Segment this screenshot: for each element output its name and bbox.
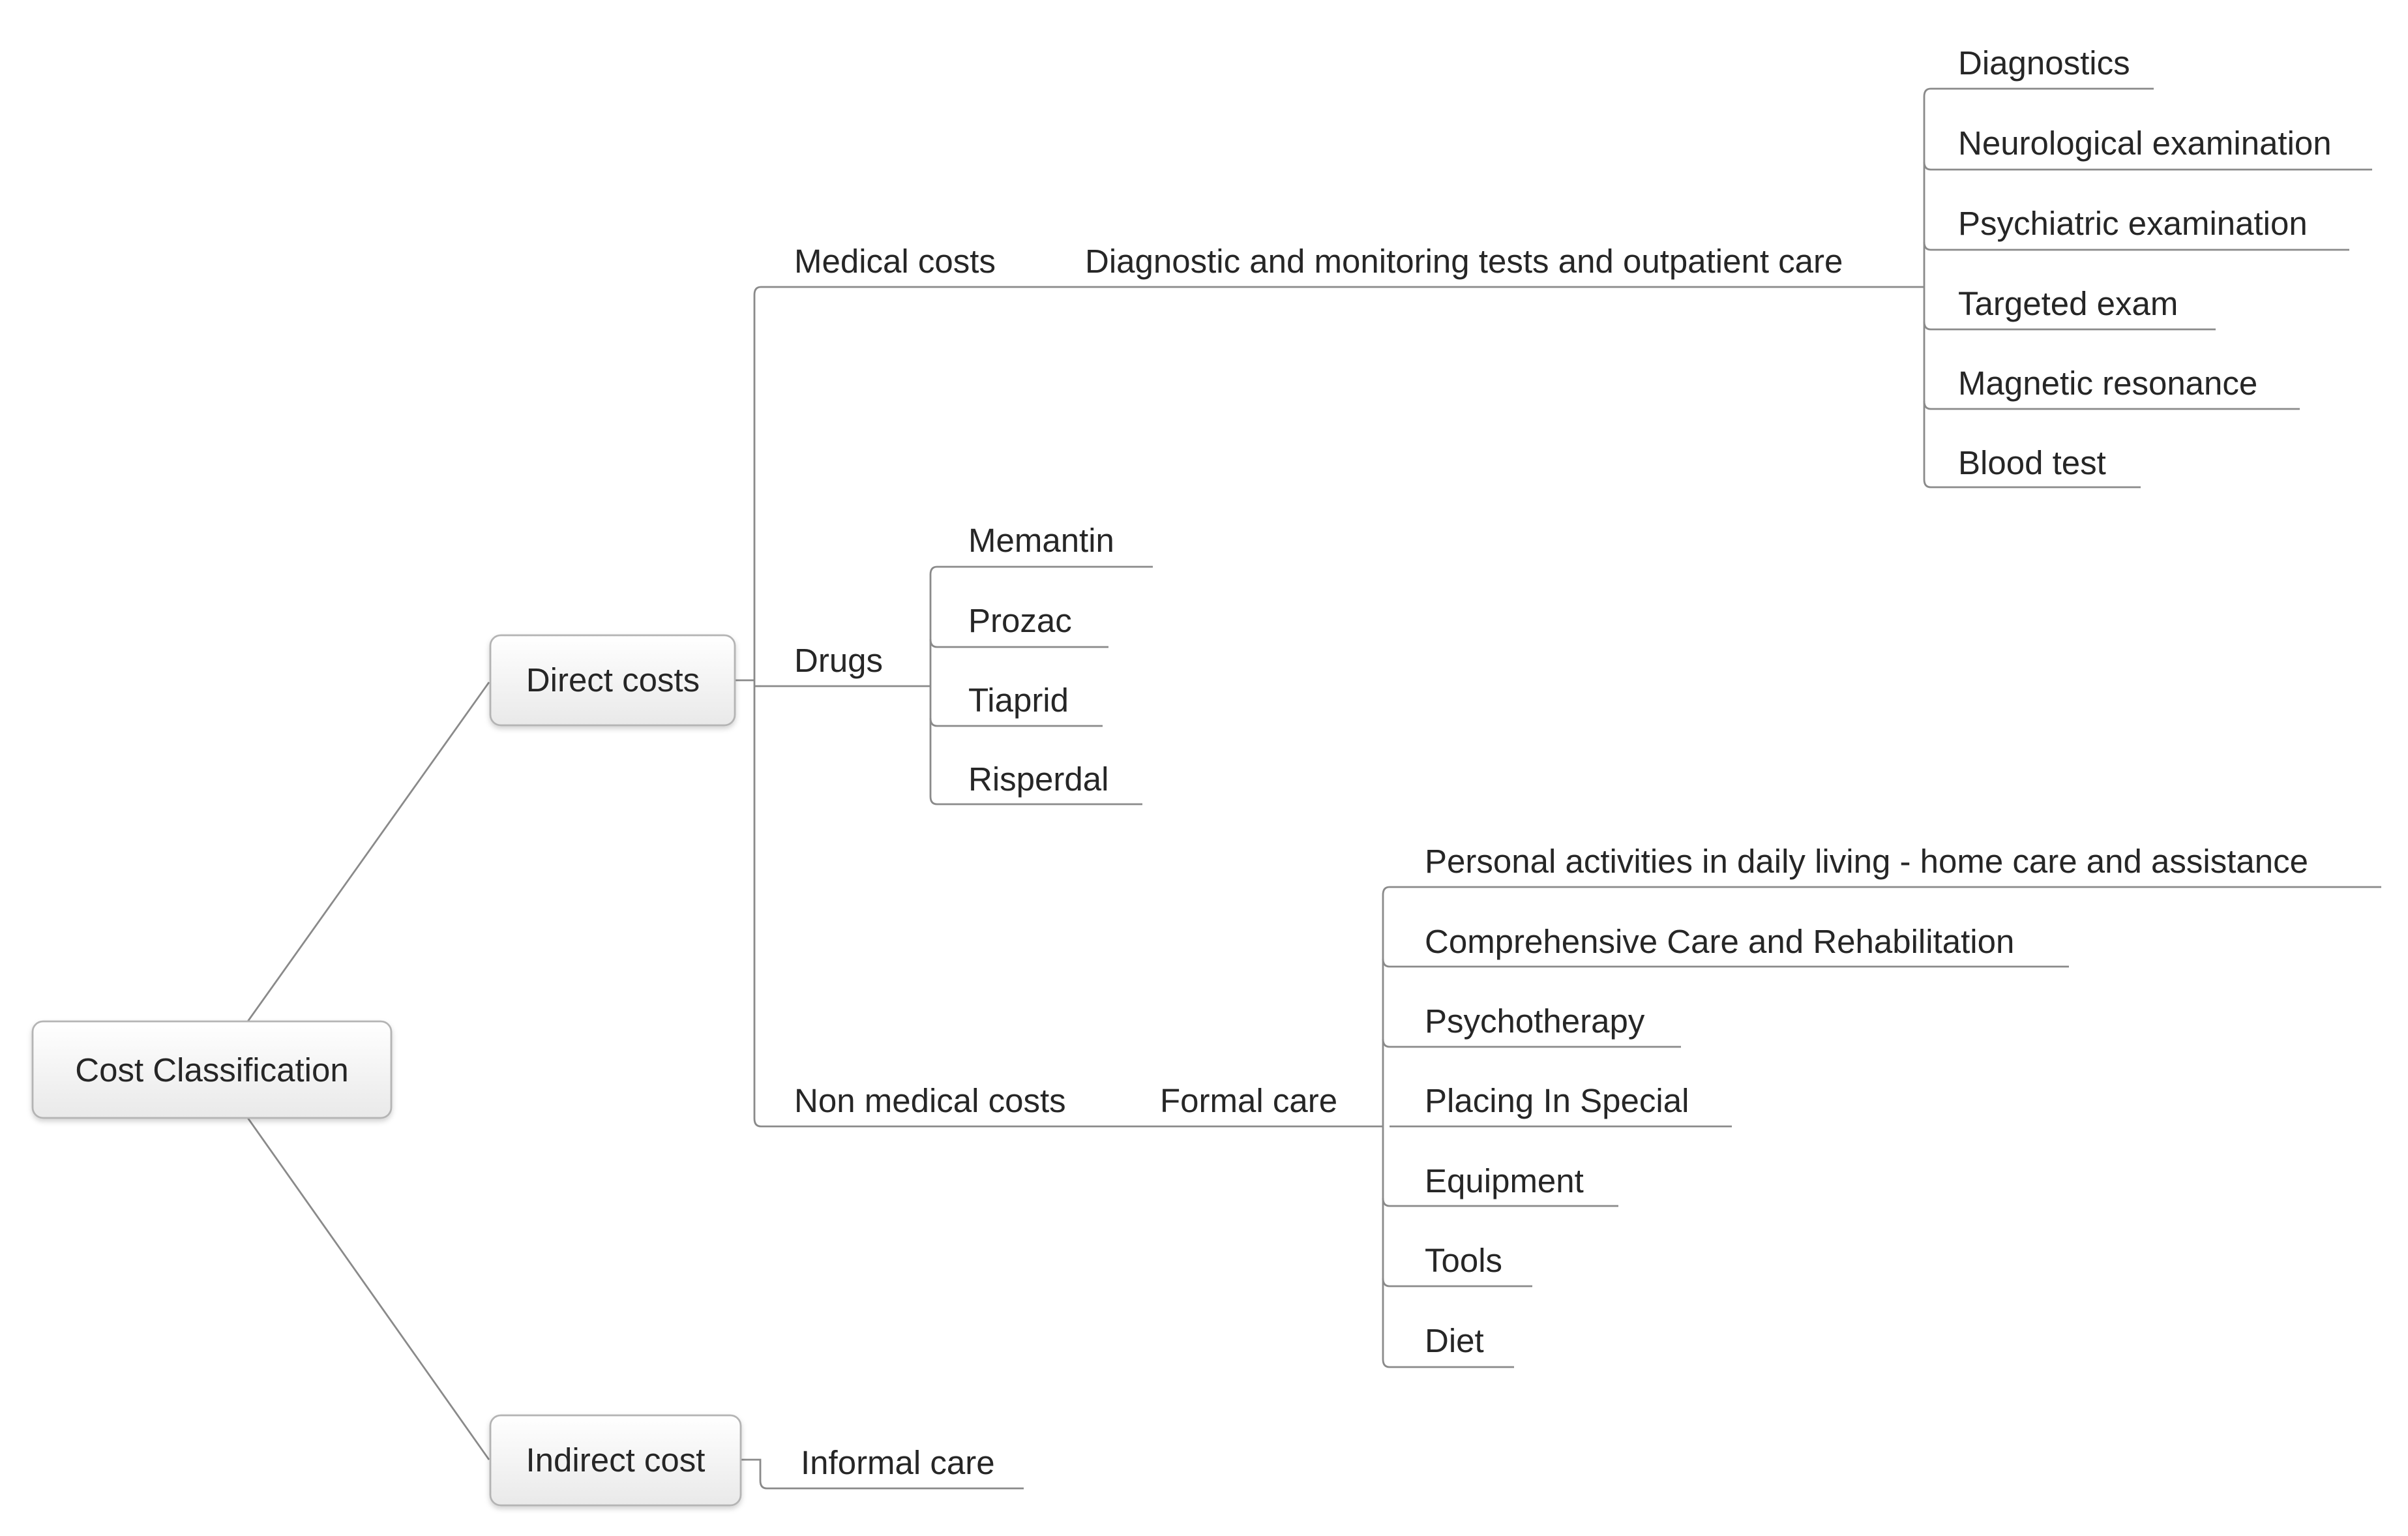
formal-care-item-label: Equipment bbox=[1425, 1162, 1584, 1199]
connector-drugs-bracket bbox=[929, 565, 938, 806]
test-label: Blood test bbox=[1958, 444, 2106, 481]
formal-care-item-connector bbox=[1382, 1278, 1390, 1288]
connector-direct-trunk bbox=[735, 286, 762, 1128]
drugs-group: Memantin Prozac Tiaprid Risperdal bbox=[929, 522, 1153, 806]
formal-care-label: Formal care bbox=[1160, 1082, 1337, 1119]
drugs-label: Drugs bbox=[794, 642, 883, 679]
diagnostic-tests-label: Diagnostic and monitoring tests and outp… bbox=[1085, 243, 1843, 280]
non-medical-costs-label: Non medical costs bbox=[794, 1082, 1066, 1119]
connector-root-direct bbox=[246, 682, 490, 1022]
formal-care-item-label: Placing In Special bbox=[1425, 1082, 1689, 1119]
test-connector bbox=[1923, 321, 1931, 331]
indirect-cost-label: Indirect cost bbox=[526, 1441, 706, 1479]
root-node-label: Cost Classification bbox=[75, 1051, 348, 1089]
test-label: Psychiatric examination bbox=[1958, 205, 2308, 242]
connector-tests-bracket bbox=[1918, 87, 1931, 489]
drug-label: Memantin bbox=[968, 522, 1114, 559]
formal-care-item-label: Personal activities in daily living - ho… bbox=[1425, 843, 2308, 880]
root-node[interactable]: Cost Classification bbox=[31, 1020, 393, 1119]
drug-label: Risperdal bbox=[968, 760, 1108, 798]
informal-care-label: Informal care bbox=[801, 1444, 995, 1481]
drug-label: Prozac bbox=[968, 602, 1072, 639]
test-connector bbox=[1923, 241, 1931, 251]
formal-care-item-connector bbox=[1382, 958, 1390, 968]
tests-group: Diagnostics Neurological examination Psy… bbox=[1923, 44, 2372, 489]
drug-label: Tiaprid bbox=[968, 682, 1069, 719]
connector-formal-care-bracket bbox=[1376, 886, 1390, 1368]
indirect-cost-box bbox=[489, 1414, 742, 1507]
test-label: Neurological examination bbox=[1958, 125, 2332, 162]
direct-costs-label: Direct costs bbox=[526, 661, 700, 699]
direct-costs-node[interactable]: Direct costs bbox=[489, 634, 736, 727]
formal-care-item-connector bbox=[1382, 1038, 1390, 1048]
connector-root-indirect bbox=[246, 1117, 490, 1460]
medical-costs-label: Medical costs bbox=[794, 243, 996, 280]
direct-costs-box bbox=[489, 634, 736, 727]
test-connector bbox=[1923, 161, 1931, 171]
formal-care-group: Personal activities in daily living - ho… bbox=[1382, 843, 2381, 1368]
indirect-cost-node[interactable]: Indirect cost bbox=[489, 1414, 742, 1507]
test-connector bbox=[1923, 400, 1931, 410]
test-label: Magnetic resonance bbox=[1958, 365, 2257, 402]
test-label: Diagnostics bbox=[1958, 44, 2130, 82]
root-node-box bbox=[31, 1020, 393, 1119]
formal-care-item-label: Psychotherapy bbox=[1425, 1002, 1645, 1040]
formal-care-item-connector bbox=[1382, 1197, 1390, 1207]
connector-indirect-informal bbox=[741, 1458, 767, 1490]
drug-connector bbox=[929, 639, 938, 648]
formal-care-item-label: Tools bbox=[1425, 1242, 1502, 1279]
test-label: Targeted exam bbox=[1958, 285, 2178, 322]
drug-connector bbox=[929, 717, 938, 727]
formal-care-item-label: Diet bbox=[1425, 1322, 1484, 1359]
formal-care-item-label: Comprehensive Care and Rehabilitation bbox=[1425, 923, 2014, 960]
